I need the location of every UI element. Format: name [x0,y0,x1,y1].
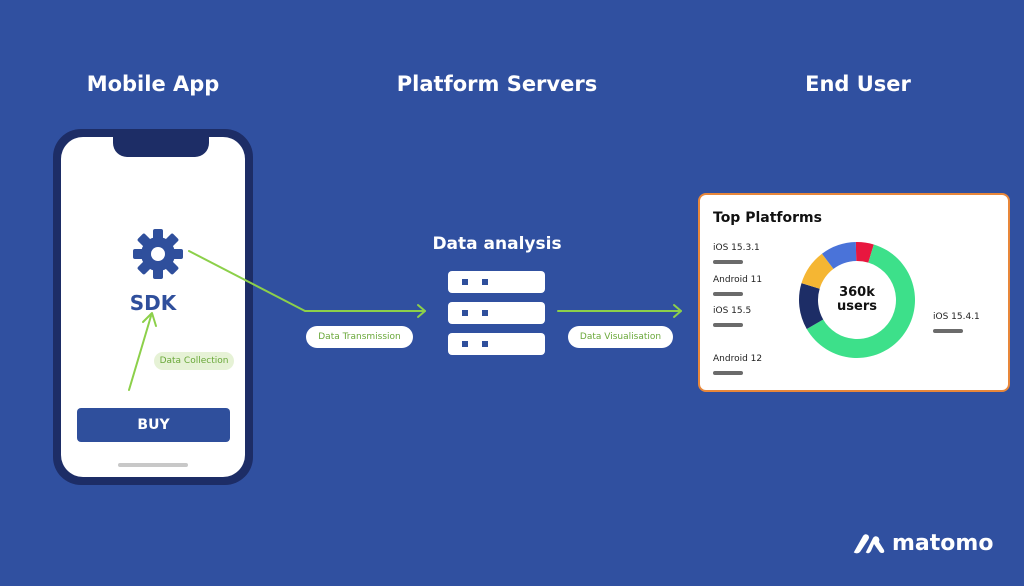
platform-servers-heading: Platform Servers [396,72,598,96]
platform-donut-chart [799,242,915,358]
data-visualisation-pill: Data Visualisation [568,326,673,348]
sdk-label: SDK [129,291,177,315]
legend-label-ios-15-3-1: iOS 15.3.1 [713,243,760,253]
server-light [482,341,488,347]
legend-label-ios-15-4-1: iOS 15.4.1 [933,312,980,322]
donut-segment [821,242,857,269]
server-light [462,310,468,316]
legend-bar [713,292,743,296]
buy-button[interactable]: BUY [77,408,230,442]
legend-label-android-11: Android 11 [713,275,763,285]
donut-segment [806,244,915,358]
users-unit: users [837,299,877,314]
users-count: 360k [839,285,875,300]
donut-segment [801,253,834,289]
phone-notch [113,135,209,157]
donut-segment [799,283,824,329]
legend-bar [713,371,743,375]
collection-arrow [128,315,152,391]
server-rack [448,333,545,355]
server-light [462,341,468,347]
matomo-logo-text: matomo [892,530,994,556]
matomo-logo-icon [853,534,885,554]
legend-bar [713,323,743,327]
data-analysis-heading: Data analysis [432,234,562,254]
donut-segment [855,242,874,263]
phone-mockup: SDK Data Collection BUY [53,129,253,485]
server-rack [448,302,545,324]
matomo-logo: matomo [852,528,993,558]
phone-screen: SDK Data Collection BUY [61,135,245,477]
legend-bar [933,329,963,333]
transmission-arrow [188,250,426,312]
legend-bar [713,260,743,264]
server-light [482,310,488,316]
gear-icon [133,229,183,279]
server-rack [448,271,545,293]
mobile-app-heading: Mobile App [86,72,220,96]
server-light [462,279,468,285]
collection-arrowhead [142,312,157,327]
legend-label-android-12: Android 12 [713,354,763,364]
data-collection-pill: Data Collection [154,352,234,370]
data-transmission-pill: Data Transmission [306,326,413,348]
visualisation-arrowhead [673,304,682,318]
end-user-heading: End User [805,72,911,96]
card-title: Top Platforms [713,210,822,226]
home-indicator [118,463,188,467]
transmission-arrowhead [417,304,426,318]
donut-center-label: 360k users [798,286,916,314]
server-light [482,279,488,285]
top-platforms-card: Top Platforms iOS 15.3.1 Android 11 iOS … [698,193,1010,392]
legend-label-ios-15-5: iOS 15.5 [713,306,752,316]
